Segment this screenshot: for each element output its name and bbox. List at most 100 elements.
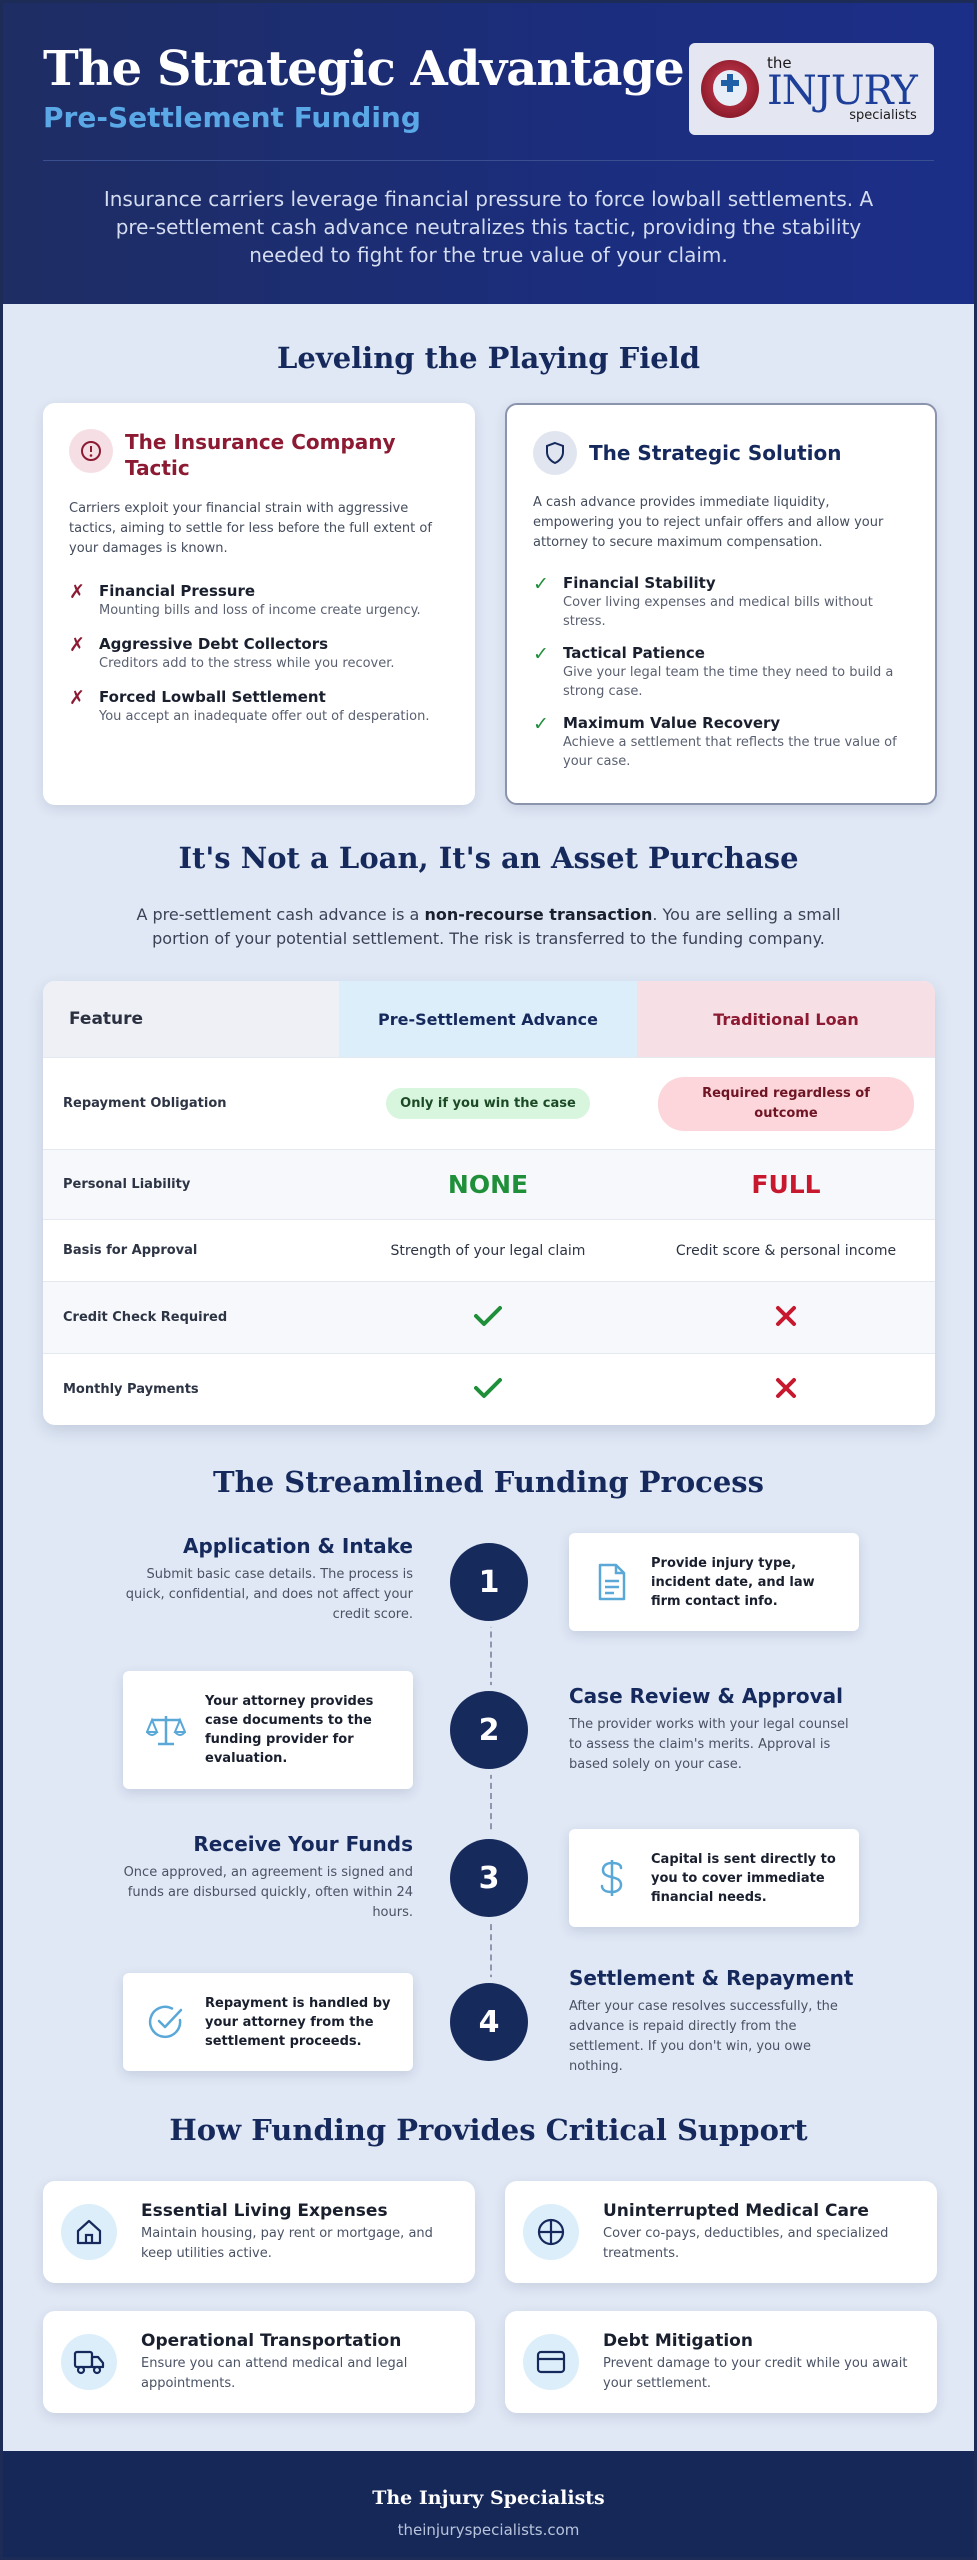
step-box-text: Your attorney provides case documents to…: [205, 1694, 374, 1766]
step-desc: After your case resolves successfully, t…: [569, 1999, 838, 2074]
bullet-desc: Cover living expenses and medical bills …: [563, 595, 873, 629]
step-box-text: Provide injury type, incident date, and …: [651, 1555, 815, 1609]
x-mark-icon: ✗: [69, 687, 85, 709]
step-title: Receive Your Funds: [193, 1832, 413, 1856]
row-feature: Basis for Approval: [63, 1243, 198, 1258]
comparison-table: Feature Pre-Settlement Advance Tradition…: [43, 981, 935, 1425]
support-title: How Funding Provides Critical Support: [169, 2113, 808, 2147]
table-header-row: Feature Pre-Settlement Advance Tradition…: [43, 981, 935, 1057]
truck-icon: [61, 2334, 117, 2390]
step-number: 4: [450, 1983, 528, 2061]
loan-badge: Required regardless of outcome: [658, 1076, 914, 1131]
col-header-loan: Traditional Loan: [637, 981, 935, 1057]
support-title-text: Operational Transportation: [141, 2331, 402, 2351]
support-desc: Maintain housing, pay rent or mortgage, …: [141, 2226, 433, 2261]
bullet-desc: Creditors add to the stress while you re…: [99, 656, 395, 671]
timeline-line: [490, 1581, 492, 2021]
x-icon: [637, 1377, 935, 1403]
advance-value: Strength of your legal claim: [390, 1242, 586, 1259]
document-icon: [587, 1563, 637, 1601]
support-title-text: Essential Living Expenses: [141, 2201, 388, 2221]
step-desc: The provider works with your legal couns…: [569, 1717, 849, 1772]
page-title: The Strategic Advantage of: [43, 41, 751, 97]
step-4-box: Repayment is handled by your attorney fr…: [123, 1973, 413, 2071]
strategic-solution-card: The Strategic Solution A cash advance pr…: [505, 403, 937, 805]
advance-value: NONE: [447, 1170, 529, 1199]
asset-intro-text: . You are selling a small portion of you…: [152, 905, 841, 948]
support-title-text: Uninterrupted Medical Care: [603, 2201, 869, 2221]
insurance-tactic-card: The Insurance Company Tactic Carriers ex…: [43, 403, 475, 805]
check-circle-icon: [141, 2003, 191, 2041]
asset-intro: A pre-settlement cash advance is a non-r…: [123, 903, 854, 951]
insurance-tactic-desc: Carriers exploit your financial strain w…: [69, 501, 432, 556]
step-title: Application & Intake: [183, 1534, 413, 1558]
loan-value: Credit score & personal income: [675, 1242, 897, 1259]
scale-icon: [141, 1712, 191, 1748]
x-mark-icon: ✗: [69, 634, 85, 656]
asset-intro-bold: non-recourse transaction: [424, 905, 653, 924]
row-feature: Monthly Payments: [63, 1382, 199, 1397]
col-header-feature: Feature: [43, 981, 339, 1057]
process-title: The Streamlined Funding Process: [213, 1465, 764, 1499]
support-desc: Prevent damage to your credit while you …: [603, 2356, 908, 2391]
table-row: Personal Liability NONE FULL: [43, 1149, 935, 1219]
table-row: Repayment Obligation Only if you win the…: [43, 1057, 935, 1149]
logo-the: the: [767, 54, 792, 72]
page-subtitle: Pre-Settlement Funding: [43, 101, 421, 134]
credit-card-icon: [523, 2334, 579, 2390]
header: The Strategic Advantage of Pre-Settlemen…: [3, 3, 974, 304]
step-box-text: Capital is sent directly to you to cover…: [651, 1851, 836, 1905]
support-desc: Cover co-pays, deductibles, and speciali…: [603, 2226, 889, 2261]
check-icon: [339, 1377, 637, 1403]
header-divider: [43, 160, 934, 161]
support-title-text: Debt Mitigation: [603, 2331, 753, 2351]
logo-specialists: specialists: [849, 108, 917, 123]
step-desc: Submit basic case details. The process i…: [125, 1567, 413, 1622]
asset-intro-text: A pre-settlement cash advance is a: [136, 905, 425, 924]
x-mark-icon: ✗: [69, 581, 85, 603]
logo-emblem-icon: [701, 60, 759, 118]
check-icon: [339, 1305, 637, 1331]
step-number: 2: [450, 1691, 528, 1769]
row-feature: Credit Check Required: [63, 1310, 228, 1325]
loan-value: FULL: [751, 1170, 821, 1199]
logo[interactable]: the INJURY specialists: [689, 43, 934, 135]
asset-title: It's Not a Loan, It's an Asset Purchase: [178, 841, 799, 875]
footer-url-link[interactable]: theinjuryspecialists.com: [397, 2521, 580, 2539]
support-desc: Ensure you can attend medical and legal …: [141, 2356, 408, 2391]
step-3-text: Receive Your Funds Once approved, an agr…: [123, 1831, 413, 1923]
strategic-solution-title: The Strategic Solution: [589, 441, 842, 465]
step-3-box: Capital is sent directly to you to cover…: [569, 1829, 859, 1927]
step-desc: Once approved, an agreement is signed an…: [123, 1865, 413, 1920]
step-number: 1: [450, 1543, 528, 1621]
strategic-solution-desc: A cash advance provides immediate liquid…: [533, 495, 884, 550]
step-number: 3: [450, 1839, 528, 1917]
logo-injury: INJURY: [767, 68, 918, 114]
bullet-desc: Mounting bills and loss of income create…: [99, 603, 421, 618]
check-mark-icon: ✓: [533, 643, 549, 665]
bullet-desc: Achieve a settlement that reflects the t…: [563, 735, 897, 769]
step-title: Case Review & Approval: [569, 1684, 843, 1708]
bullet-title: Tactical Patience: [563, 644, 705, 662]
x-icon: [637, 1305, 935, 1331]
row-feature: Repayment Obligation: [63, 1096, 227, 1111]
step-box-text: Repayment is handled by your attorney fr…: [205, 1995, 391, 2049]
footer-company-name: The Injury Specialists: [372, 2487, 605, 2509]
table-row: Monthly Payments: [43, 1353, 935, 1425]
bullet-title: Financial Pressure: [99, 582, 256, 600]
table-row: Basis for Approval Strength of your lega…: [43, 1219, 935, 1281]
bullet-title: Maximum Value Recovery: [563, 714, 781, 732]
step-2-box: Your attorney provides case documents to…: [123, 1671, 413, 1789]
home-icon: [61, 2204, 117, 2260]
footer: The Injury Specialists theinjuryspeciali…: [3, 2451, 974, 2557]
col-header-advance: Pre-Settlement Advance: [339, 981, 637, 1057]
